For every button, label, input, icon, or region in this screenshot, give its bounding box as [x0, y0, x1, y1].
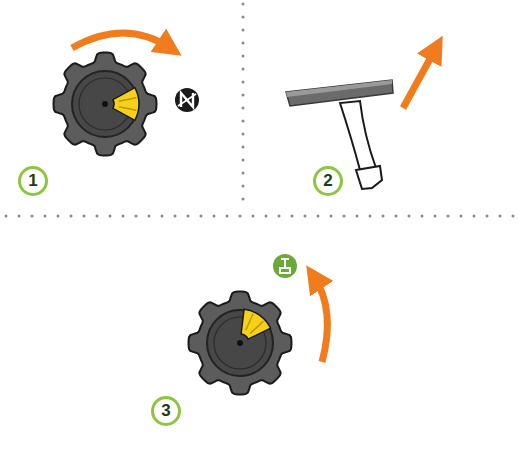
pull-arrow — [403, 48, 436, 108]
n-symbol — [175, 88, 199, 112]
divider — [242, 4, 245, 205]
knob — [54, 53, 157, 156]
callout-number: 1 — [18, 166, 48, 196]
callout-number: 2 — [313, 166, 343, 196]
callout-number: 3 — [151, 396, 181, 426]
rotate-arrow — [314, 277, 327, 362]
faucet-symbol — [273, 254, 297, 278]
rotate-arrow — [72, 33, 170, 48]
divider — [6, 215, 515, 218]
knob — [189, 292, 292, 395]
